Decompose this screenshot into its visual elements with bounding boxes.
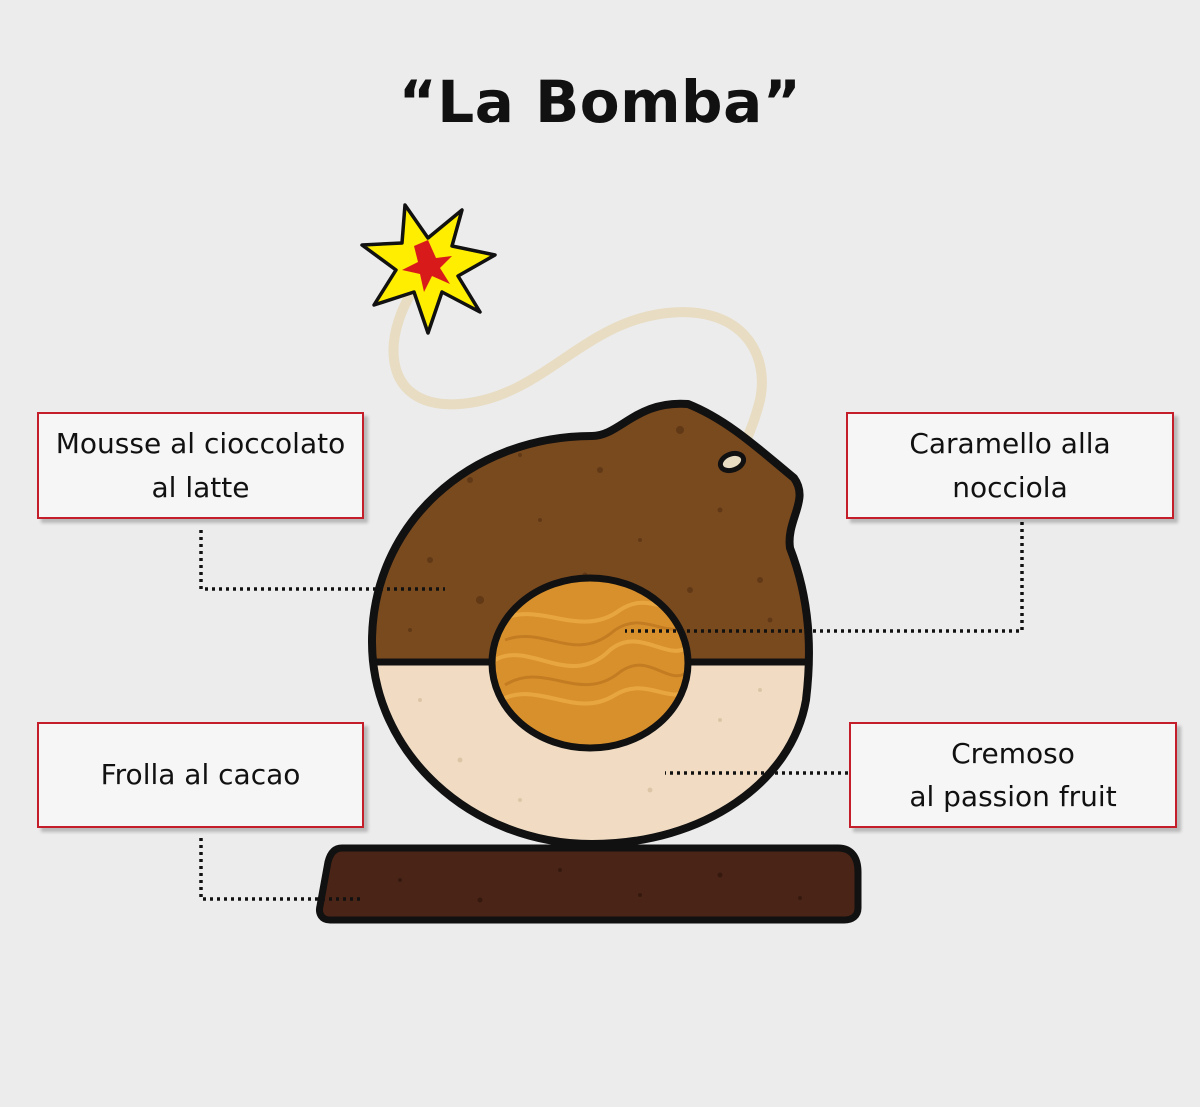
bomb-outline <box>368 399 813 848</box>
label-frolla: Frolla al cacao <box>37 722 364 828</box>
label-cremoso: Cremoso al passion fruit <box>849 722 1177 828</box>
spark-icon <box>360 203 497 335</box>
label-mousse-text: Mousse al cioccolato al latte <box>55 427 346 504</box>
label-frolla-text: Frolla al cacao <box>100 758 301 792</box>
frolla-base <box>316 844 862 924</box>
connector-mousse <box>199 530 445 591</box>
label-mousse: Mousse al cioccolato al latte <box>37 412 364 519</box>
caramello-core <box>488 574 692 752</box>
label-caramello-text: Caramello alla nocciola <box>909 427 1111 504</box>
page-title: “La Bomba” <box>398 68 802 136</box>
label-caramello: Caramello alla nocciola <box>846 412 1174 519</box>
fuse <box>388 273 767 471</box>
connector-caramello <box>625 522 1024 633</box>
fuse-hole <box>717 450 747 474</box>
label-cremoso-text: Cremoso al passion fruit <box>909 736 1117 813</box>
